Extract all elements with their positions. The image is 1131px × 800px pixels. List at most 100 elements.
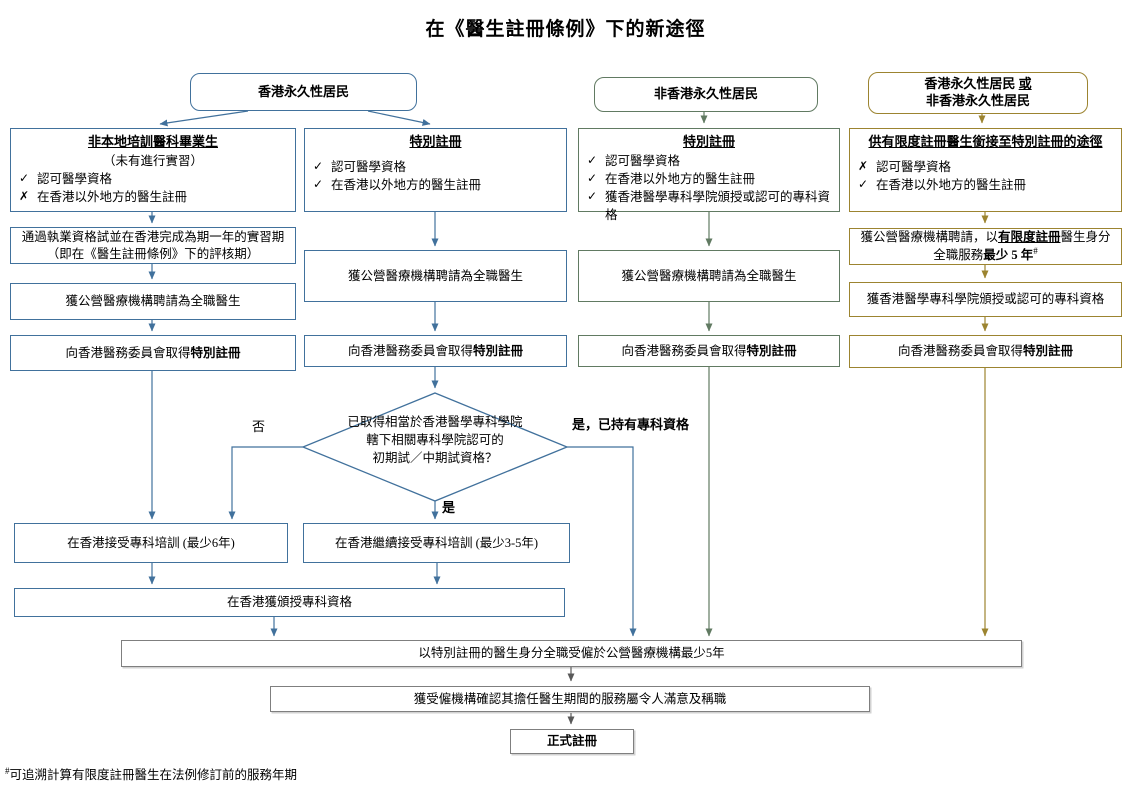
step-text-line2: （即在《醫生註冊條例》下的評核期） — [46, 246, 260, 261]
col4-criterion-2: ✓在香港以外地方的醫生註冊 — [858, 176, 1113, 194]
step-text-prefix: 全職服務 — [933, 248, 984, 263]
col4-step-specialist-qualification: 獲香港醫學專科學院頒授或認可的專科資格 — [849, 282, 1122, 317]
check-icon: ✓ — [587, 152, 598, 167]
footnote-marker: # — [1033, 246, 1038, 257]
check-icon: ✓ — [587, 189, 598, 204]
step-text: 在香港繼續接受專科培訓 (最少3-5年) — [334, 535, 539, 550]
check-icon: ✓ — [313, 176, 324, 191]
header-or-underlined: 或 — [1018, 76, 1032, 92]
criterion-text: 認可醫學資格 — [331, 159, 407, 174]
check-icon: ✓ — [313, 158, 324, 173]
col4-eligibility-box: 供有限度註冊醫生銜接至特別註冊的途徑 ✗ 認可醫學資格 ✓在香港以外地方的醫生註冊 — [849, 128, 1122, 212]
step-text: 向香港醫務委員會取得特別註冊 — [898, 343, 1073, 360]
decision-question: 已取得相當於香港醫學專科學院 轄下相關專科學院認可的 初期試／中期試資格？ — [320, 413, 550, 467]
hk-specialist-qualification-box: 在香港獲頒授專科資格 — [14, 588, 565, 617]
col3-step-public-employment: 獲公營醫療機構聘請為全職醫生 — [578, 250, 840, 302]
criterion-text: 認可醫學資格 — [876, 159, 952, 174]
col1-eligibility-subtitle: （未有進行實習） — [102, 153, 203, 168]
header-label-line1: 香港永久性居民 或 — [924, 76, 1031, 93]
step-text-bold: 特別註冊 — [190, 345, 241, 360]
employment-5-years-box: 以特別註冊的醫生身分全職受僱於公營醫療機構最少5年 — [121, 640, 1022, 667]
header-label-text: 香港永久性居民 — [924, 76, 1019, 92]
col3-criterion-2: ✓ 在香港以外地方的醫生註冊 — [587, 170, 831, 188]
header-label: 非香港永久性居民 — [653, 86, 758, 102]
step-text-mid: 醫生身分 — [1060, 229, 1111, 244]
col1-step-public-employment: 獲公營醫療機構聘請為全職醫生 — [10, 283, 296, 320]
step-text-bold: 特別註冊 — [746, 343, 797, 358]
step-text-line1: 獲公營醫療機構聘請，以有限度註冊醫生身分 — [860, 229, 1110, 246]
criterion-text: 在香港以外地方的醫生註冊 — [331, 177, 482, 192]
col2-criterion-2: ✓ 在香港以外地方的醫生註冊 — [313, 176, 558, 194]
header-hk-permanent-resident: 香港永久性居民 — [190, 73, 417, 111]
header-non-hk-permanent-resident: 非香港永久性居民 — [594, 77, 818, 112]
col3-eligibility-box: 特別註冊 ✓認可醫學資格 ✓ 在香港以外地方的醫生註冊 ✓ 獲香港醫學專科學院頒授或… — [578, 128, 840, 222]
footnote: #可追溯計算有限度註冊醫生在法例修訂前的服務年期 — [5, 764, 297, 783]
step-text: 在香港獲頒授專科資格 — [226, 595, 352, 610]
col1-criterion-1: ✓ 認可醫學資格 — [19, 170, 287, 188]
col3-criterion-1: ✓認可醫學資格 — [587, 152, 831, 170]
col1-step-exam-internship: 通過執業資格試並在香港完成為期一年的實習期 （即在《醫生註冊條例》下的評核期） — [10, 227, 296, 264]
col4-criterion-1: ✗ 認可醫學資格 — [858, 158, 1113, 176]
criterion-text: 認可醫學資格 — [37, 171, 113, 186]
col1-eligibility-title: 非本地培訓醫科畢業生 — [87, 134, 218, 149]
cross-icon: ✗ — [858, 158, 869, 173]
full-registration-box: 正式註冊 — [510, 729, 634, 754]
step-text: 正式註冊 — [546, 734, 597, 749]
check-icon: ✓ — [858, 176, 869, 191]
criterion-text: 在香港以外地方的醫生註冊 — [37, 190, 188, 205]
decision-no-label: 否 — [252, 419, 266, 434]
step-text-line1: 通過執業資格試並在香港完成為期一年的實習期 — [21, 229, 285, 244]
criterion-text: 獲香港醫學專科學院頒授或認可的專科資格 — [605, 190, 831, 223]
step-text-prefix: 向香港醫務委員會取得 — [347, 343, 473, 358]
page-title: 在《醫生註冊條例》下的新途徑 — [425, 19, 706, 40]
col2-eligibility-box: 特別註冊 ✓ 認可醫學資格 ✓ 在香港以外地方的醫生註冊 — [304, 128, 567, 212]
col2-eligibility-title: 特別註冊 — [409, 134, 462, 149]
col4-step-special-registration: 向香港醫務委員會取得特別註冊 — [849, 335, 1122, 368]
col2-criterion-1: ✓ 認可醫學資格 — [313, 158, 558, 176]
step-text: 獲受僱機構確認其擔任醫生期間的服務屬令人滿意及稱職 — [413, 691, 727, 706]
header-label: 香港永久性居民 — [257, 83, 349, 99]
footnote-text: 可追溯計算有限度註冊醫生在法例修訂前的服務年期 — [9, 768, 298, 782]
col3-eligibility-title: 特別註冊 — [682, 134, 735, 149]
step-text: 獲公營醫療機構聘請為全職醫生 — [347, 268, 523, 283]
col2-step-public-employment: 獲公營醫療機構聘請為全職醫生 — [304, 250, 567, 302]
step-text-bold: 特別註冊 — [473, 343, 524, 358]
training-continue-3-5-years-box: 在香港繼續接受專科培訓 (最少3-5年) — [303, 523, 570, 563]
step-text: 獲公營醫療機構聘請為全職醫生 — [65, 294, 241, 309]
step-text-line2: 全職服務最少 5 年# — [933, 245, 1038, 264]
col2-step-special-registration: 向香港醫務委員會取得特別註冊 — [304, 335, 567, 367]
step-text-prefix: 向香港醫務委員會取得 — [621, 343, 747, 358]
header-label-line2: 非香港永久性居民 — [925, 93, 1030, 108]
training-6-years-box: 在香港接受專科培訓 (最少6年) — [14, 523, 288, 563]
step-text-prefix: 獲公營醫療機構聘請，以 — [860, 229, 998, 244]
step-text: 向香港醫務委員會取得特別註冊 — [348, 343, 523, 360]
step-text: 向香港醫務委員會取得特別註冊 — [621, 343, 796, 360]
col4-step-limited-registration-service: 獲公營醫療機構聘請，以有限度註冊醫生身分 全職服務最少 5 年# — [849, 228, 1122, 265]
footnote-marker: # — [5, 765, 10, 776]
col3-criterion-3: ✓ 獲香港醫學專科學院頒授或認可的專科資格 — [587, 188, 831, 224]
check-icon: ✓ — [587, 170, 598, 185]
col1-step-special-registration: 向香港醫務委員會取得特別註冊 — [10, 335, 296, 371]
col1-eligibility-box: 非本地培訓醫科畢業生 （未有進行實習） ✓ 認可醫學資格 ✗ 在香港以外地方的醫生註… — [10, 128, 296, 212]
col3-step-special-registration: 向香港醫務委員會取得特別註冊 — [578, 335, 840, 367]
step-text-prefix: 向香港醫務委員會取得 — [65, 345, 191, 360]
header-hk-or-non-hk-resident: 香港永久性居民 或 非香港永久性居民 — [868, 72, 1088, 114]
step-text: 獲香港醫學專科學院頒授或認可的專科資格 — [866, 292, 1105, 307]
col4-eligibility-title: 供有限度註冊醫生銜接至特別註冊的途徑 — [868, 134, 1103, 149]
step-text: 獲公營醫療機構聘請為全職醫生 — [621, 268, 797, 283]
criterion-text: 在香港以外地方的醫生註冊 — [605, 171, 756, 186]
decision-line2: 轄下相關專科學院認可的 — [366, 433, 504, 448]
step-text: 以特別註冊的醫生身分全職受僱於公營醫療機構最少5年 — [418, 646, 725, 661]
employer-confirmation-box: 獲受僱機構確認其擔任醫生期間的服務屬令人滿意及稱職 — [270, 686, 870, 712]
step-text: 在香港接受專科培訓 (最少6年) — [67, 535, 235, 550]
step-text-bold: 最少 5 年 — [983, 248, 1034, 263]
cross-icon: ✗ — [19, 189, 30, 204]
decision-line3: 初期試／中期試資格？ — [372, 451, 498, 466]
step-text-prefix: 向香港醫務委員會取得 — [897, 344, 1023, 359]
step-text-bold-underline: 有限度註冊 — [997, 229, 1061, 244]
check-icon: ✓ — [19, 170, 30, 185]
decision-yes-specialist-label: 是，已持有專科資格 — [572, 417, 690, 432]
col1-criterion-2: ✗ 在香港以外地方的醫生註冊 — [19, 188, 287, 206]
